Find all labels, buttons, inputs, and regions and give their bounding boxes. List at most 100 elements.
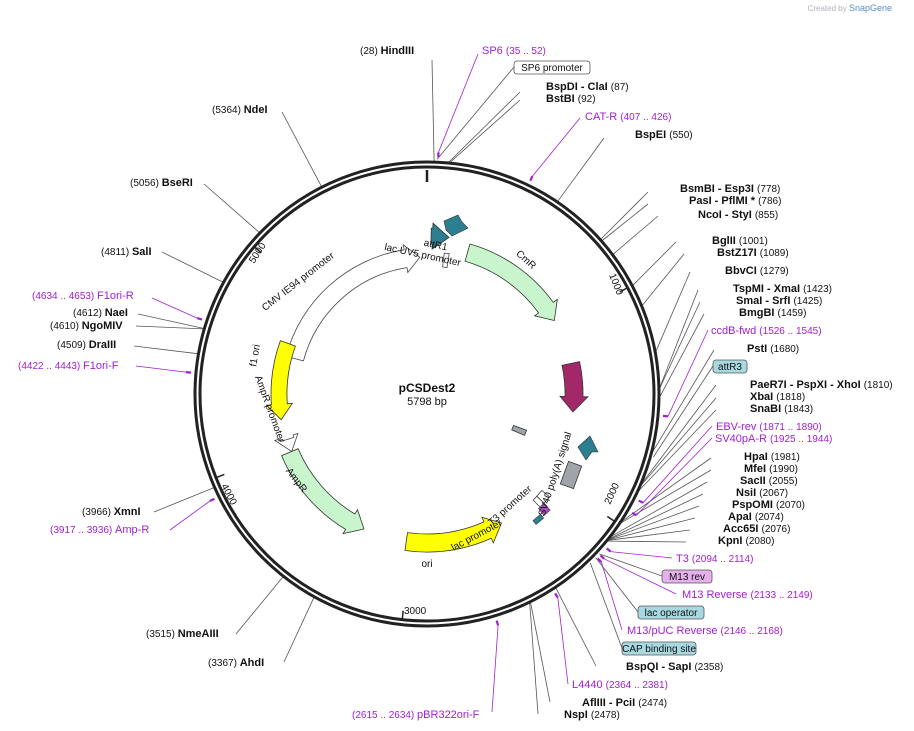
box-leader (589, 562, 623, 649)
leader-line (281, 111, 322, 187)
enzyme-bglii: BglII (1001) (712, 235, 768, 247)
enzyme-mfei: MfeI (1990) (744, 463, 798, 475)
primer-mark (599, 554, 605, 560)
enzyme-sali: (4811) SalI (101, 246, 152, 258)
cap-binding-site-box (621, 641, 697, 656)
primer-l4440: L4440 (2364 .. 2381) (572, 679, 668, 691)
enzyme-acc65i: Acc65I (2076) (723, 523, 790, 535)
ampr-promoter-arrow (273, 432, 299, 453)
enzyme-tspmi-xmai: TspMI - XmaI (1423) (733, 283, 832, 295)
enzyme-afliii-pcii: AflIII - PciI (2474) (582, 697, 667, 709)
m13-rev-box-label: M13 rev (669, 572, 705, 583)
enzyme-bsmbi-esp3i: BsmBI - Esp3I (778) (680, 183, 780, 195)
primer-leader (600, 561, 623, 631)
enzyme-snabi: SnaBI (1843) (750, 403, 813, 415)
attr3-box (712, 359, 748, 374)
box-leader (436, 66, 515, 160)
enzyme-hindiii: (28) HindIII (360, 45, 414, 57)
primer-sv40pa-r: SV40pA-R (1925 .. 1944) (715, 433, 832, 445)
backbone-inner-strand (198, 165, 656, 623)
leader-line (652, 349, 715, 452)
m13-marker (538, 503, 551, 516)
cap-binding-site-box-label: CAP binding site (622, 644, 696, 655)
attr1-block (443, 214, 469, 237)
primer-mark (209, 497, 215, 502)
leader-line (659, 289, 699, 388)
lac-uv5-promoter-arrow (442, 252, 450, 269)
leader-line (448, 91, 521, 163)
box-leader (595, 557, 639, 613)
enzyme-pasi-pflmi: PasI - PflMI * (786) (689, 195, 781, 207)
leader-line (611, 481, 708, 537)
leader-line (530, 602, 551, 703)
enzyme-xmni: (3966) XmnI (82, 506, 141, 518)
leader-line (608, 529, 691, 541)
enzyme-nmeaiii: (3515) NmeAIII (146, 628, 219, 640)
leader-line (642, 253, 685, 306)
leader-line (203, 183, 260, 233)
plasmid-name: pCSDest2 (399, 381, 456, 395)
primer-leader (610, 551, 673, 559)
leader-line (133, 345, 198, 355)
attr3-box-label: attR3 (718, 362, 742, 373)
enzyme-draiii: (4509) DraIII (57, 339, 116, 351)
leader-line (609, 505, 700, 540)
lac-operator-box (637, 605, 705, 620)
leader-line (638, 409, 717, 491)
primer-leader (491, 625, 499, 713)
primer-mark (185, 371, 192, 374)
primer-mark (662, 414, 669, 418)
created-by-credit: Created by SnapGene (807, 3, 892, 13)
enzyme-nspi: NspI (2478) (564, 709, 620, 721)
ori-label: ori (421, 559, 432, 570)
tick-mark (215, 473, 225, 479)
leader-line (431, 59, 435, 162)
leader-line (161, 251, 223, 283)
lacop-marker (532, 513, 545, 525)
primer-mark (631, 511, 637, 517)
enzyme-bspdi-clai: BspDI - ClaI (87) (546, 81, 629, 93)
leader-line (529, 603, 539, 715)
leader-line (555, 587, 597, 667)
leader-line (135, 325, 204, 330)
enzyme-naei: (4612) NaeI (73, 307, 128, 319)
ori-arrow (404, 516, 503, 553)
cmv-ie94-promoter-arrow (285, 243, 421, 362)
enzyme-pspomi: PspOMI (2070) (732, 499, 805, 511)
primer-mark (196, 317, 203, 321)
leader-line (632, 241, 677, 286)
enzyme-bstbi: BstBI (92) (546, 93, 596, 105)
primer-mark (596, 557, 603, 563)
primer-cat-r: CAT-R (407 .. 426) (585, 111, 671, 123)
enzyme-bspqi-sapi: BspQI - SapI (2358) (626, 661, 723, 673)
enzyme-sacii: SacII (2055) (740, 475, 798, 487)
leader-line (153, 487, 214, 513)
leader-line (609, 493, 704, 539)
primer-m13-reverse: M13 Reverse (2133 .. 2149) (682, 589, 813, 601)
leader-line (641, 397, 717, 485)
box-leader (599, 553, 663, 577)
enzyme-ndei: (5364) NdeI (212, 104, 268, 116)
enzyme-smai-srfi: SmaI - SrfI (1425) (736, 295, 822, 307)
tick-mark (401, 610, 404, 620)
enzyme-paer7i-pspxi-xhoi: PaeR7I - PspXI - XhoI (1810) (750, 379, 893, 391)
attr1-label: attR1 (423, 238, 449, 254)
primer-leader (438, 53, 479, 153)
primer-pbr322ori-f: (2615 .. 2634) pBR322ori-F (352, 709, 480, 721)
primer-leader (532, 117, 581, 177)
sp6-promoter-box-label: SP6 promoter (521, 63, 583, 74)
ccdb-arrow (559, 361, 589, 413)
primer-mark (554, 592, 559, 599)
primer-leader (667, 329, 709, 417)
primer-f1ori-f: (4422 .. 4443) F1ori-F (18, 360, 119, 372)
leader-line (642, 384, 717, 483)
ccdb-label: ccdB (590, 394, 605, 418)
attr2-arrow (577, 435, 599, 461)
enzyme-bbvci: BbvCI (1279) (725, 265, 789, 277)
leader-line (659, 301, 701, 388)
enzyme-ngomiv: (4610) NgoMIV (50, 320, 123, 332)
primer-leader (135, 365, 187, 373)
primer-mark (529, 175, 534, 182)
lac-promoter-arrow (532, 495, 545, 508)
